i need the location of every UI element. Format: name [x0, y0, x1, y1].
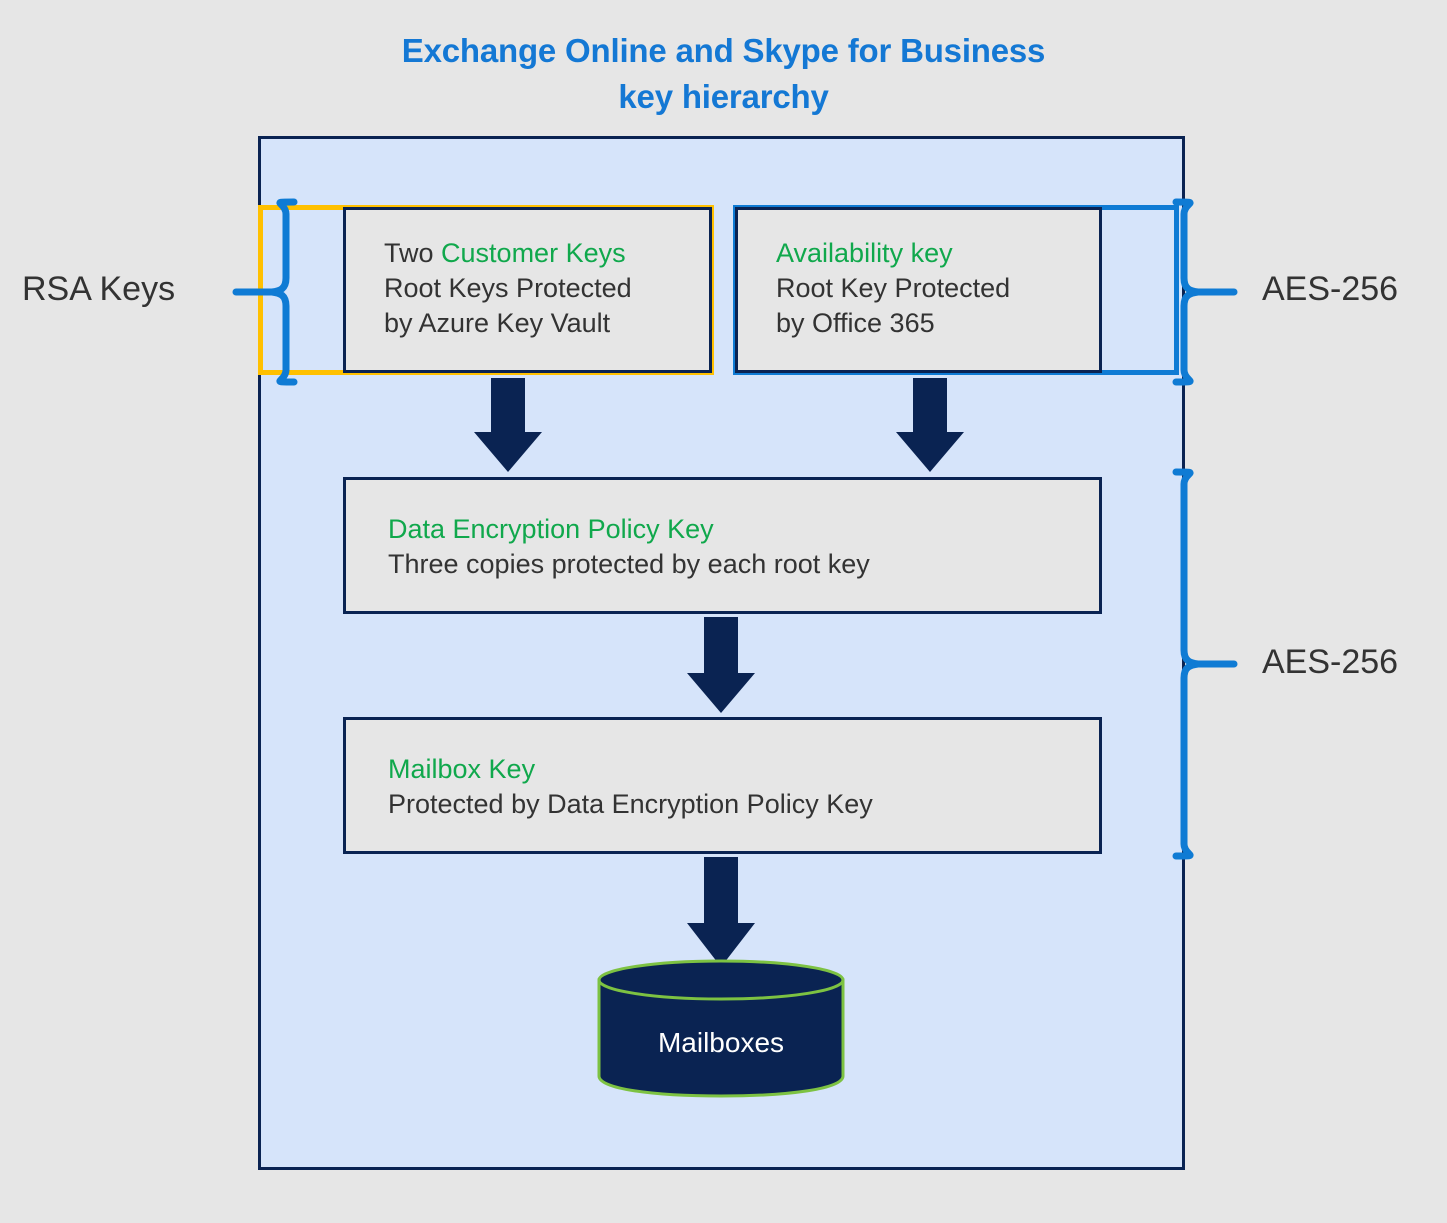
label-aes-256-bottom: AES-256 [1262, 643, 1399, 681]
mailbox-key-line2: Protected by Data Encryption Policy Key [388, 788, 873, 819]
customer-keys-line3: by Azure Key Vault [384, 307, 611, 338]
availability-key-line2: Root Key Protected [776, 272, 1011, 303]
box-availability-key: Availability key Root Key Protected by O… [735, 207, 1102, 373]
box-data-encryption-policy-key: Data Encryption Policy Key Three copies … [343, 477, 1102, 614]
curly-brace-right-icon-bottom [1172, 468, 1238, 860]
box-data-encryption-policy-key-text: Data Encryption Policy Key Three copies … [388, 512, 1085, 582]
box-mailbox-key: Mailbox Key Protected by Data Encryption… [343, 717, 1102, 854]
customer-keys-line2: Root Keys Protected [384, 272, 632, 303]
arrow-down-icon-1 [474, 378, 542, 472]
availability-key-highlight: Availability key [776, 238, 953, 268]
label-aes-256-top: AES-256 [1262, 270, 1399, 308]
curly-brace-left-icon [232, 198, 298, 386]
title-line-2: key hierarchy [618, 77, 829, 115]
box-mailbox-key-text: Mailbox Key Protected by Data Encryption… [388, 752, 1085, 822]
label-rsa-keys: RSA Keys [22, 270, 176, 308]
customer-keys-prefix: Two [384, 238, 442, 268]
mailbox-key-highlight: Mailbox Key [388, 754, 536, 784]
box-customer-keys: Two Customer Keys Root Keys Protected by… [343, 207, 712, 373]
depk-highlight: Data Encryption Policy Key [388, 514, 714, 544]
arrow-down-icon-4 [687, 857, 755, 967]
arrow-down-icon-2 [896, 378, 964, 472]
database-cylinder-icon [597, 959, 845, 1098]
customer-keys-highlight: Customer Keys [441, 238, 626, 268]
arrow-down-icon-3 [687, 617, 755, 713]
box-customer-keys-text: Two Customer Keys Root Keys Protected by… [384, 236, 695, 340]
depk-line2: Three copies protected by each root key [388, 548, 870, 579]
title-line-1: Exchange Online and Skype for Business [401, 32, 1046, 69]
availability-key-line3: by Office 365 [776, 307, 935, 338]
page-title: Exchange Online and Skype for Business k… [0, 28, 1447, 119]
curly-brace-right-icon-top [1172, 198, 1238, 386]
box-availability-key-text: Availability key Root Key Protected by O… [776, 236, 1085, 340]
